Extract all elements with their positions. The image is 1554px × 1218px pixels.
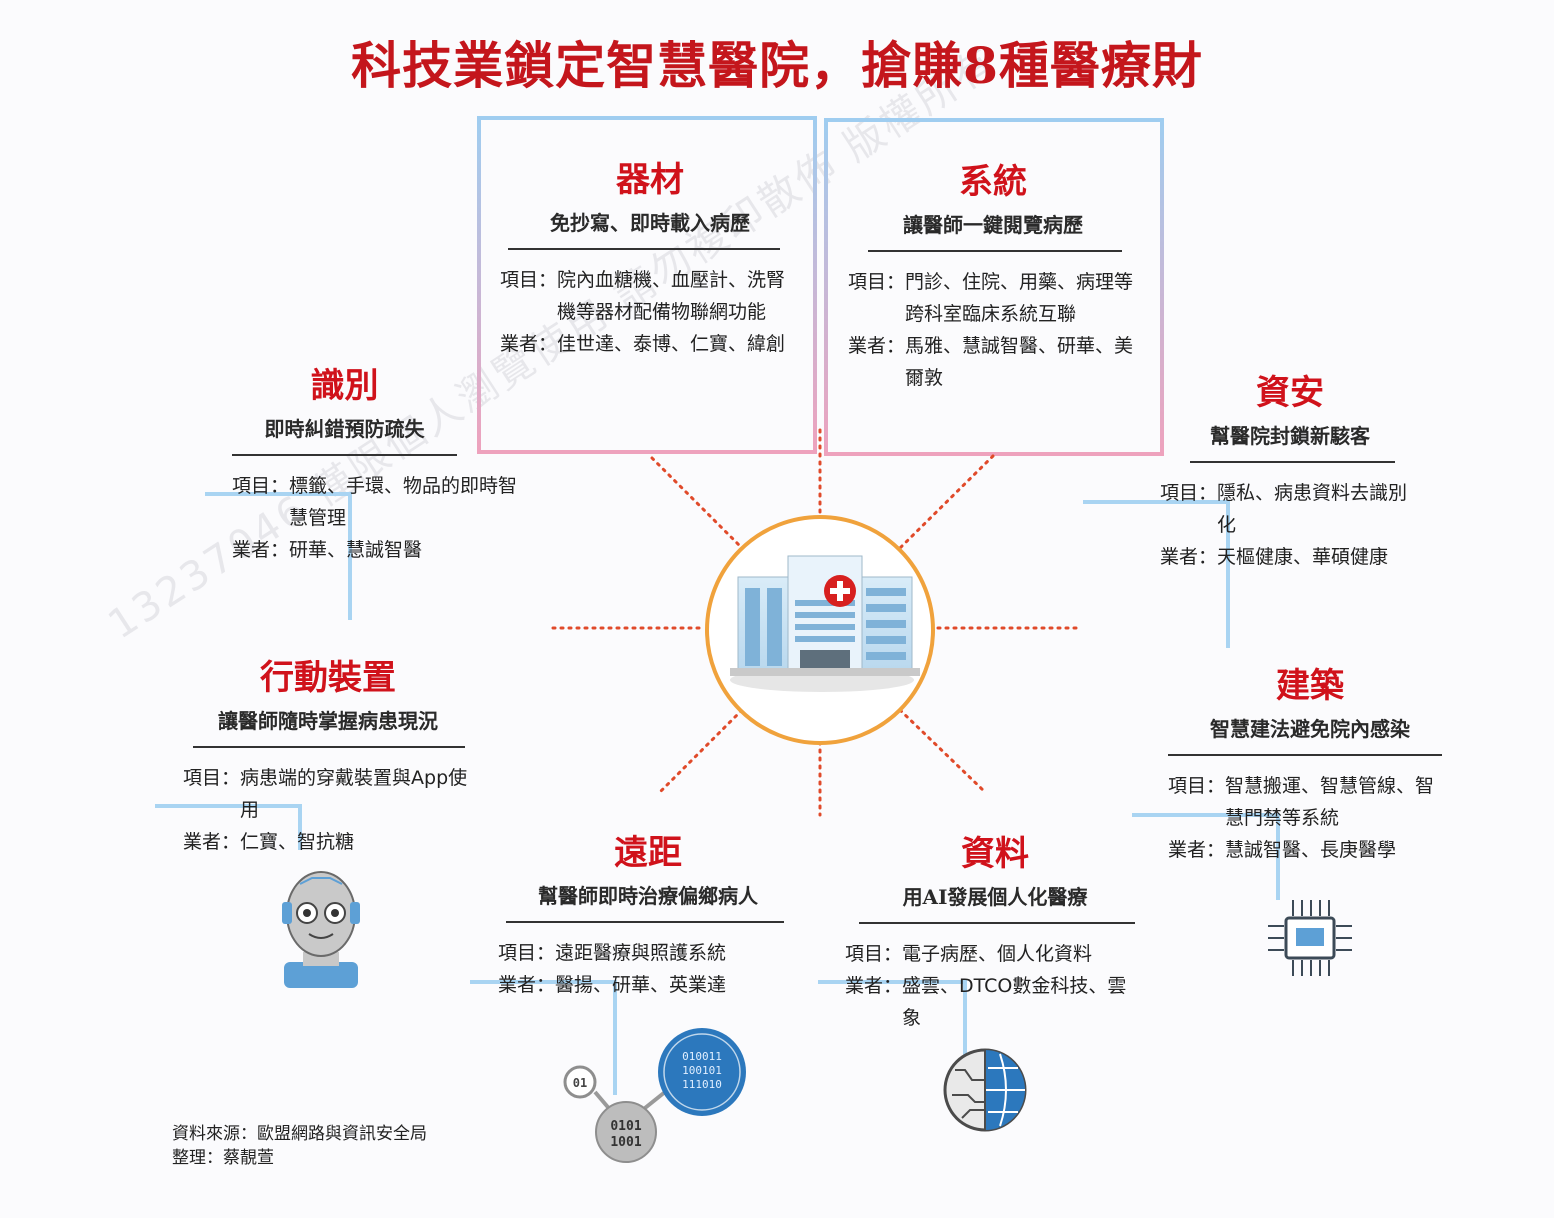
- divider: [1190, 461, 1395, 463]
- divider: [868, 250, 1122, 252]
- category-building: 建築 智慧建法避免院內感染 項目：智慧搬運、智慧管線、智慧門禁等系統 業者：慧誠…: [1168, 658, 1452, 866]
- divider: [506, 921, 784, 923]
- category-identification: 識別 即時糾錯預防疏失 項目：標籤、手環、物品的即時智慧管理 業者：研華、慧誠智…: [232, 358, 522, 566]
- items-label: 項目：: [848, 271, 906, 293]
- items-label: 項目：: [845, 943, 903, 965]
- binary-mid-line-2: 1001: [610, 1135, 641, 1150]
- category-items: 智慧搬運、智慧管線、智慧門禁等系統: [1225, 775, 1435, 829]
- category-data: 資料 用AI發展個人化醫療 項目：電子病歷、個人化資料 業者：盛雲、DTCO數金…: [845, 826, 1145, 1034]
- category-items: 院內血糖機、血壓計、洗腎機等器材配備物聯網功能: [557, 269, 786, 323]
- items-label: 項目：: [498, 942, 556, 964]
- category-system: 系統 讓醫師一鍵閱覽病歷 項目：門診、住院、用藥、病理等跨科室臨床系統互聯 業者…: [848, 154, 1138, 394]
- category-security: 資安 幫醫院封鎖新駭客 項目：隱私、病患資料去識別化 業者：天樞健康、華碩健康: [1160, 365, 1410, 573]
- divider: [193, 746, 465, 748]
- items-label: 項目：: [1160, 482, 1218, 504]
- category-remote: 遠距 幫醫師即時治療偏鄉病人 項目：遠距醫療與照護系統 業者：醫揚、研華、英業達: [498, 825, 798, 1001]
- divider: [1168, 754, 1442, 756]
- category-subtitle: 讓醫師隨時掌握病患現況: [218, 709, 438, 733]
- category-name: 資安: [1256, 373, 1324, 413]
- category-name: 行動裝置: [260, 658, 396, 698]
- category-items: 遠距醫療與照護系統: [555, 942, 727, 964]
- category-mobile: 行動裝置 讓醫師隨時掌握病患現況 項目：病患端的穿戴裝置與App使用 業者：仁寶…: [183, 650, 473, 858]
- category-vendors: 醫揚、研華、英業達: [555, 974, 727, 996]
- vendors-label: 業者：: [498, 974, 556, 996]
- category-name: 資料: [961, 834, 1029, 874]
- binary-big-line-3: 111010: [682, 1078, 722, 1091]
- category-vendors: 佳世達、泰博、仁寶、緯創: [557, 333, 786, 355]
- robot-icon: [282, 871, 360, 988]
- divider: [859, 922, 1135, 924]
- system-box-frame: [824, 118, 1164, 456]
- category-items: 電子病歷、個人化資料: [902, 943, 1093, 965]
- vendors-label: 業者：: [183, 831, 241, 853]
- category-name: 建築: [1276, 666, 1344, 706]
- category-subtitle: 智慧建法避免院內感染: [1210, 717, 1410, 741]
- items-label: 項目：: [1168, 775, 1226, 797]
- category-items: 門診、住院、用藥、病理等跨科室臨床系統互聯: [905, 271, 1134, 325]
- chip-icon: [1268, 900, 1352, 976]
- category-subtitle: 用AI發展個人化醫療: [902, 885, 1088, 909]
- category-name: 系統: [959, 162, 1027, 202]
- category-equipment: 器材 免抄寫、即時載入病歷 項目：院內血糖機、血壓計、洗腎機等器材配備物聯網功能…: [500, 152, 800, 360]
- category-items: 病患端的穿戴裝置與App使用: [240, 767, 468, 821]
- connector-lines: [155, 492, 1280, 1095]
- category-subtitle: 讓醫師一鍵閱覽病歷: [903, 213, 1083, 237]
- category-vendors: 研華、慧誠智醫: [289, 539, 423, 561]
- source-note: 資料來源：歐盟網路與資訊安全局 整理：蔡靚萱: [172, 1122, 427, 1170]
- equipment-box-frame: [477, 116, 817, 454]
- category-items: 標籤、手環、物品的即時智慧管理: [289, 475, 518, 529]
- binary-big-line-1: 010011: [682, 1050, 722, 1063]
- binary-big-line-2: 100101: [682, 1064, 722, 1077]
- category-subtitle: 幫醫院封鎖新駭客: [1210, 424, 1370, 448]
- divider: [232, 454, 457, 456]
- category-subtitle: 免抄寫、即時載入病歷: [550, 211, 750, 235]
- items-label: 項目：: [500, 269, 558, 291]
- category-vendors: 仁寶、智抗糖: [240, 831, 355, 853]
- category-name: 器材: [616, 160, 684, 200]
- binary-small: 01: [573, 1076, 587, 1090]
- vendors-label: 業者：: [845, 975, 903, 997]
- category-name: 遠距: [614, 833, 682, 873]
- binary-mid-line-1: 0101: [610, 1119, 641, 1134]
- source-line: 資料來源：歐盟網路與資訊安全局: [172, 1124, 427, 1144]
- binary-data-icon: 010011 100101 111010 0101 1001 01: [563, 1028, 746, 1163]
- divider: [508, 248, 780, 250]
- center-rays: [551, 428, 1082, 817]
- items-label: 項目：: [183, 767, 241, 789]
- editor-line: 整理：蔡靚萱: [172, 1148, 274, 1168]
- page-title: 科技業鎖定智慧醫院，搶賺8種醫療財: [351, 36, 1203, 95]
- vendors-label: 業者：: [1168, 839, 1226, 861]
- globe-ai-icon: [943, 1048, 1027, 1132]
- category-vendors: 盛雲、DTCO數金科技、雲象: [902, 975, 1127, 1029]
- vendors-label: 業者：: [1160, 546, 1218, 568]
- vendors-label: 業者：: [500, 333, 558, 355]
- category-vendors: 慧誠智醫、長庚醫學: [1225, 839, 1397, 861]
- category-subtitle: 即時糾錯預防疏失: [264, 417, 425, 441]
- category-subtitle: 幫醫師即時治療偏鄉病人: [538, 884, 758, 908]
- category-items: 隱私、病患資料去識別化: [1217, 482, 1408, 536]
- vendors-label: 業者：: [848, 335, 906, 357]
- category-name: 識別: [310, 366, 379, 406]
- items-label: 項目：: [232, 475, 290, 497]
- vendors-label: 業者：: [232, 539, 290, 561]
- category-vendors: 馬雅、慧誠智醫、研華、美爾敦: [905, 335, 1134, 389]
- category-vendors: 天樞健康、華碩健康: [1217, 546, 1389, 568]
- hospital-center: [705, 515, 935, 745]
